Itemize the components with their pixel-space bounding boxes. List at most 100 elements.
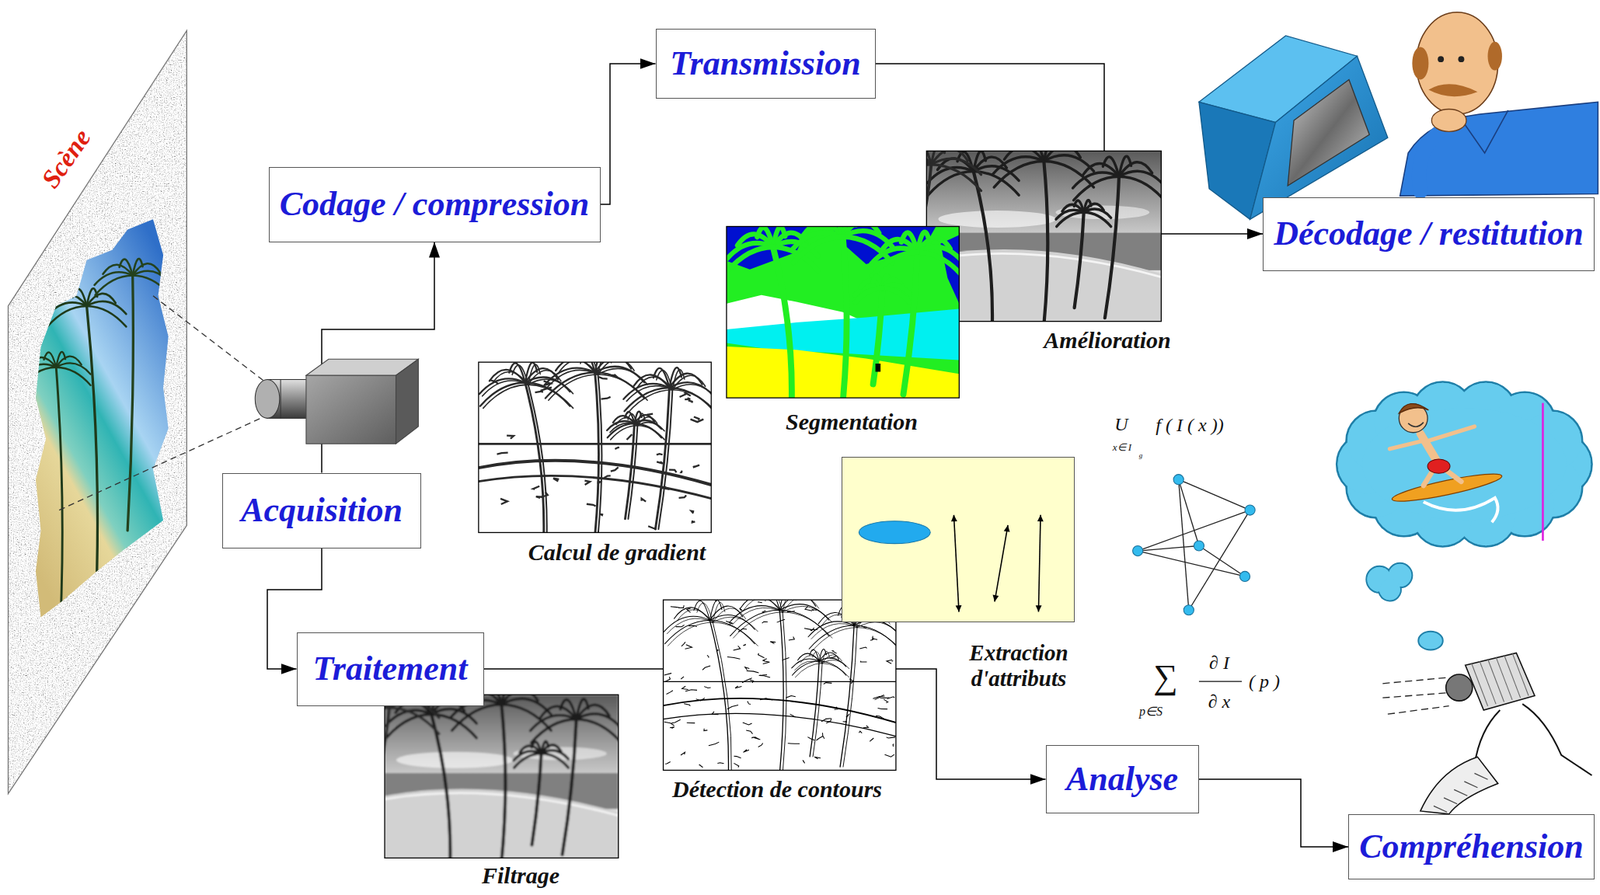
edge-fragment (603, 475, 611, 478)
edge-fragment (787, 742, 800, 745)
sketch-hatch (1479, 661, 1496, 705)
palm-frond (528, 384, 574, 408)
edge-fragment (875, 715, 885, 719)
camera-body (306, 375, 397, 444)
palm-frond (389, 707, 440, 734)
palm-frond (801, 655, 823, 664)
view-line (153, 296, 268, 384)
palm-frond (132, 271, 171, 283)
cloud (396, 752, 513, 769)
palm-trunk (384, 707, 390, 793)
photo-frame (478, 362, 712, 533)
palm-frond (560, 700, 577, 720)
palm-frond (119, 259, 133, 276)
sketch-hatch (1464, 781, 1478, 788)
camera-side (395, 359, 419, 444)
edge-fragment (738, 628, 747, 632)
edge-fragment (759, 675, 771, 678)
formula-text: x∈ I (1112, 442, 1132, 454)
palm-frond (55, 367, 91, 386)
palm-frond (712, 616, 758, 632)
palm-trunk (773, 247, 792, 398)
palm-frond (927, 171, 973, 196)
palm-trunk (1105, 176, 1119, 318)
palm-frond (610, 425, 638, 440)
edge-fragment (814, 756, 821, 759)
monitor-front (1250, 55, 1388, 220)
edge-fragment (849, 679, 854, 684)
image-caption: Amélioration (1043, 327, 1171, 353)
palm-trunk (902, 252, 917, 395)
edge-fragment (742, 644, 746, 646)
image-caption: Détection de contours (672, 776, 882, 802)
process-box: Acquisition (222, 473, 422, 549)
edge-fragment (805, 606, 813, 611)
arrow-head (1036, 514, 1043, 521)
photo-contour (663, 599, 896, 771)
edge-fragment (691, 511, 695, 514)
sketch-hatch (1495, 657, 1513, 701)
palm-frond (1073, 172, 1119, 189)
edge-fragment (759, 698, 773, 701)
attribute-figure (841, 456, 1075, 623)
illustration (8, 12, 1599, 862)
edge-fragment (863, 725, 869, 729)
edge-fragment (739, 608, 743, 611)
palm-frond (87, 301, 127, 314)
palm-frond (732, 607, 783, 625)
edge-fragment (489, 379, 499, 384)
palm-frond (993, 156, 1044, 175)
palm-trunk (840, 625, 855, 767)
segment-figure (875, 363, 882, 373)
edge-fragment (685, 644, 693, 650)
edge-fragment (762, 610, 766, 614)
edge-fragment (782, 658, 789, 663)
surfer-arm (1389, 426, 1475, 450)
ray-line (1382, 677, 1449, 684)
edge-fragment (600, 397, 611, 400)
surfer-shorts (1427, 459, 1451, 474)
palm-frond (384, 707, 390, 734)
edge-fragment (693, 465, 701, 468)
palm-frond (576, 719, 619, 743)
edge-fragment (735, 686, 742, 689)
panel-caption: Extraction d'attributs (952, 640, 1085, 693)
graph-edge (1199, 546, 1245, 577)
palm-frond (595, 372, 645, 398)
edge-fragment (536, 496, 544, 499)
palm-trunk (973, 171, 993, 322)
edge-fragment (777, 619, 785, 623)
image-caption: Scène (35, 123, 97, 194)
palm-frond (616, 418, 638, 426)
graph-edge (1178, 479, 1189, 611)
process-box: Décodage / restitution (1262, 197, 1595, 272)
edge-fragment (664, 721, 675, 726)
palm-frond (782, 606, 833, 622)
edge-fragment (810, 627, 815, 631)
palm-frond (730, 610, 781, 636)
palm-frond (693, 600, 710, 621)
palm-frond (697, 603, 713, 623)
edge-fragment (725, 621, 733, 625)
edge-fragment (708, 742, 719, 746)
edge-fragment (681, 470, 683, 473)
palm-frond (901, 232, 917, 252)
graph-vertex (1132, 546, 1144, 557)
edge-fragment (883, 699, 888, 703)
palm-frond (1102, 156, 1119, 177)
edge-fragment (692, 520, 696, 523)
photo-frame (726, 226, 959, 399)
double-arrow (993, 524, 1008, 601)
sketch-hatch (1512, 652, 1529, 696)
palm-frond (55, 294, 87, 307)
image-caption: Calcul de gradient (528, 539, 706, 565)
palm-frond (545, 372, 596, 398)
palm-trunk (1043, 161, 1048, 322)
palm-frond (627, 390, 673, 414)
beach-edge (478, 460, 712, 485)
photo-grad (478, 362, 712, 533)
man-hair (1411, 46, 1429, 80)
graph-edge (1178, 479, 1251, 510)
palm-frond (94, 271, 133, 286)
edge-fragment (681, 641, 686, 646)
